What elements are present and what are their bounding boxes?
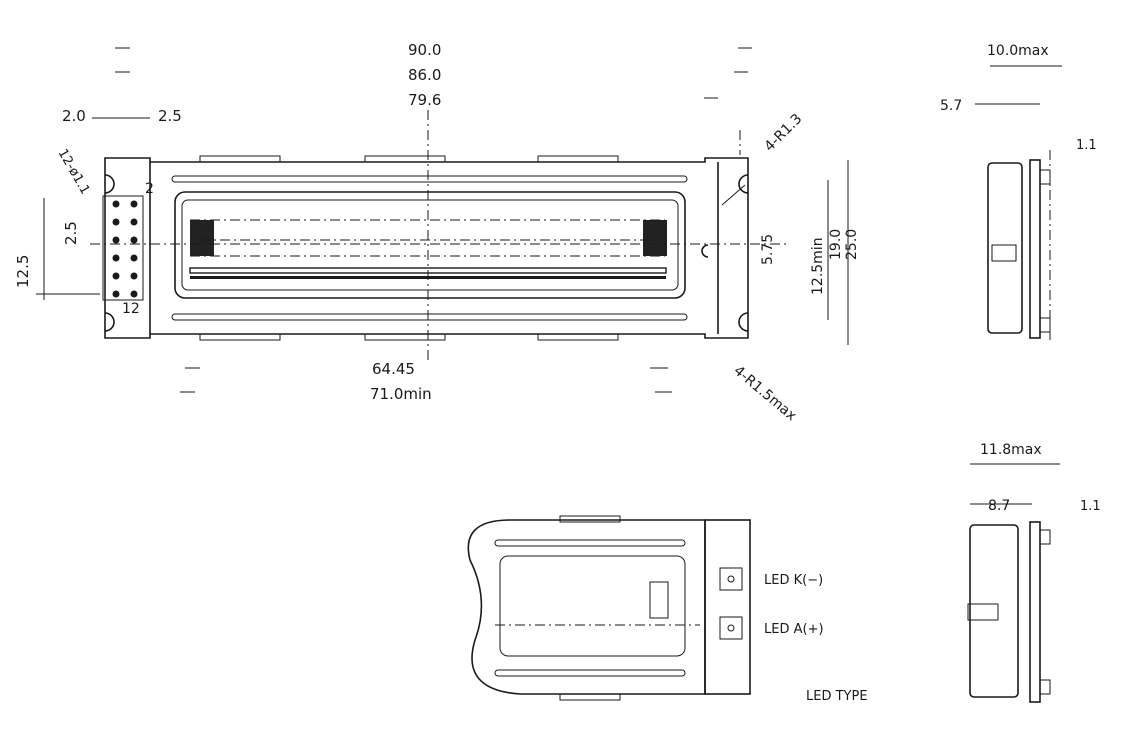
dim-10max: 10.0max <box>987 43 1049 59</box>
led-type-outline <box>467 519 706 695</box>
pin-hole <box>112 218 120 226</box>
bottom-tab-2 <box>364 333 446 341</box>
side-pin-bottom <box>1039 317 1051 333</box>
pin-hole <box>130 236 138 244</box>
pin-label-12: 12 <box>122 301 140 317</box>
dim-5-75: 5.75 <box>760 234 776 265</box>
dim-r1-5: 4-R1.5max <box>730 363 799 424</box>
dim-2-5-top: 2.5 <box>158 107 182 125</box>
pin-hole <box>130 290 138 298</box>
dim-5-7: 5.7 <box>940 98 962 114</box>
dim-25: 25.0 <box>844 229 860 260</box>
led-side-pcb <box>1029 521 1041 703</box>
led-k-hole <box>727 575 735 583</box>
bezel-inner <box>181 199 679 291</box>
top-tab-3 <box>537 155 619 163</box>
dim-86: 86.0 <box>408 66 441 84</box>
notch-top-left <box>104 174 115 194</box>
pin-hole <box>112 272 120 280</box>
pin-header-area <box>102 195 144 301</box>
dim-1-1-bottom: 1.1 <box>1080 499 1101 514</box>
pin-array <box>112 200 138 298</box>
dim-12-5: 12.5 <box>14 255 32 288</box>
led-a-label: LED A(+) <box>764 622 824 637</box>
led-side-body <box>969 524 1019 698</box>
dim-11-8max: 11.8max <box>980 442 1042 458</box>
dim-8-7: 8.7 <box>988 498 1010 514</box>
led-side-pin-bottom <box>1039 679 1051 695</box>
side-pin-top <box>1039 169 1051 185</box>
led-a-pad <box>719 616 743 640</box>
led-side-window <box>967 603 999 621</box>
pin-hole <box>130 200 138 208</box>
dim-r1-3: 4-R1.3 <box>762 111 806 155</box>
led-type-rail-bottom <box>494 669 686 677</box>
led-k-label: LED K(−) <box>764 573 823 588</box>
bottom-rail <box>171 313 688 321</box>
led-type-rail-top <box>494 539 686 547</box>
notch-bottom-right <box>738 312 749 332</box>
char-block-right <box>643 220 667 256</box>
dim-90: 90.0 <box>408 41 441 59</box>
dim-19: 19.0 <box>828 229 844 260</box>
dim-71min: 71.0min <box>370 385 432 403</box>
dim-2-0: 2.0 <box>62 107 86 125</box>
side-pcb <box>1029 159 1041 339</box>
char-block-left <box>190 220 214 256</box>
top-tab-1 <box>199 155 281 163</box>
dim-pin-hole: 12-ø1.1 <box>55 147 93 198</box>
led-a-hole <box>727 624 735 632</box>
pin-hole <box>112 290 120 298</box>
dim-79-6: 79.6 <box>408 91 441 109</box>
dim-64-45: 64.45 <box>372 360 415 378</box>
top-tab-2 <box>364 155 446 163</box>
bottom-tab-3 <box>537 333 619 341</box>
led-side-view: 11.8max 8.7 1.1 <box>967 442 1101 703</box>
led-type-view: LED K(−) LED A(+) LED TYPE <box>467 515 868 704</box>
leader-r1-3 <box>721 184 746 206</box>
pin-hole <box>130 218 138 226</box>
pin-hole <box>112 236 120 244</box>
pin-hole <box>112 254 120 262</box>
notch-bottom-left <box>104 312 115 332</box>
dim-1-1-top: 1.1 <box>1076 138 1097 153</box>
led-side-pin-top <box>1039 529 1051 545</box>
side-window <box>991 244 1017 262</box>
led-type-tab-bottom <box>559 693 621 701</box>
led-k-pad <box>719 567 743 591</box>
side-body <box>987 162 1023 334</box>
pin-hole <box>130 254 138 262</box>
led-type-caption: LED TYPE <box>806 689 868 704</box>
led-type-bezel <box>499 555 686 657</box>
led-type-window <box>649 581 669 619</box>
led-type-end <box>704 519 751 695</box>
pin-hole <box>112 200 120 208</box>
pin-label-2: 2 <box>145 181 154 197</box>
dim-12-5min: 12.5min <box>810 237 826 295</box>
bezel-outer <box>174 191 686 299</box>
dim-2-5-vertical: 2.5 <box>62 221 80 245</box>
front-view: 90.0 86.0 79.6 2.0 2.5 12-ø1.1 2 12 12.5… <box>14 41 860 424</box>
notch-mid-right <box>701 244 709 258</box>
pin-hole <box>130 272 138 280</box>
notch-top-right <box>738 174 749 194</box>
side-view: 10.0max 5.7 1.1 <box>940 43 1097 340</box>
bottom-tab-1 <box>199 333 281 341</box>
top-rail <box>171 175 688 183</box>
led-type-tab-top <box>559 515 621 523</box>
